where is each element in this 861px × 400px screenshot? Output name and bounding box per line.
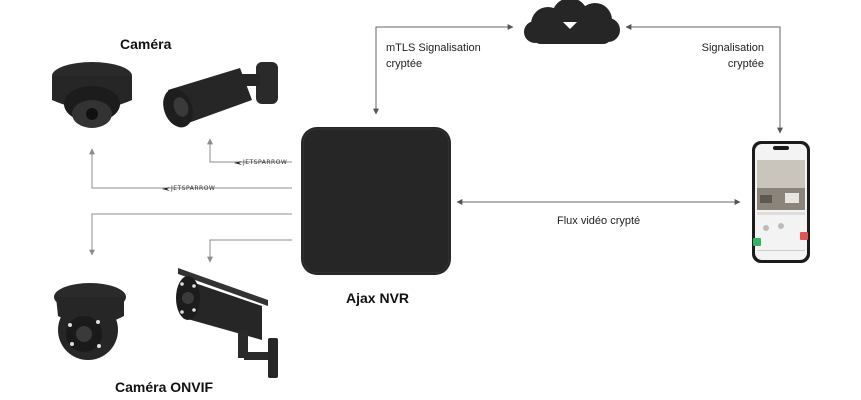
smartphone-icon — [752, 141, 810, 263]
onvif-bullet-connector — [207, 239, 292, 263]
mtls-connector — [373, 24, 514, 115]
onvif-bullet-camera-icon — [176, 268, 278, 378]
cloud-icon — [524, 0, 620, 44]
jetsparrow-logo-2 — [162, 187, 170, 191]
onvif-camera-title: Caméra ONVIF — [115, 379, 214, 395]
jetsparrow-text-1: JETSPARROW — [243, 159, 288, 166]
camera-dome-connector — [89, 148, 292, 189]
signal-label-line2: cryptée — [727, 58, 764, 70]
jetsparrow-logo-1 — [234, 161, 242, 165]
jetsparrow-text-2: JETSPARROW — [171, 185, 216, 192]
signal-label: Signalisation cryptée — [664, 40, 764, 72]
bullet-camera-icon — [163, 62, 278, 128]
mtls-label-line1: mTLS Signalisation — [386, 42, 481, 54]
nvr-title: Ajax NVR — [346, 290, 410, 306]
signal-label-line1: Signalisation — [701, 42, 764, 54]
mtls-label-line2: cryptée — [386, 58, 423, 70]
dome-camera-icon — [52, 62, 132, 128]
camera-title: Caméra — [120, 36, 172, 52]
onvif-turret-connector — [89, 213, 292, 256]
nvr-device-icon — [301, 127, 451, 275]
turret-camera-icon — [54, 283, 126, 360]
camera-bullet-connector — [207, 138, 292, 163]
video-stream-label: Flux vidéo crypté — [557, 215, 641, 227]
mtls-label: mTLS Signalisation cryptée — [386, 40, 481, 72]
signal-connector — [625, 24, 783, 134]
